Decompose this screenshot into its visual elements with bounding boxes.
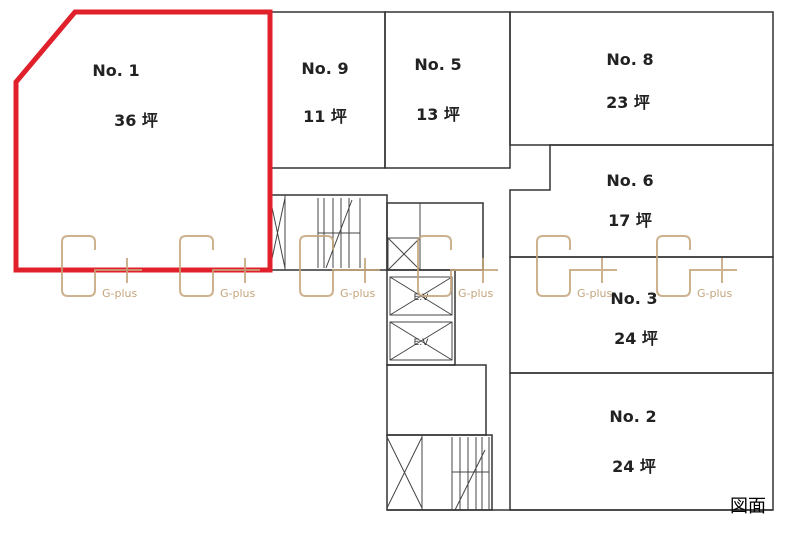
unit-no-8[interactable]	[509, 11, 774, 146]
stair-upper	[269, 194, 388, 271]
unit-no-1[interactable]	[13, 9, 273, 273]
watermark-logo: G-plus	[417, 235, 498, 300]
unit-area: 17 坪	[608, 211, 652, 230]
unit-area: 24 坪	[614, 329, 658, 348]
unit-area: 23 坪	[606, 93, 650, 112]
unit-name: No. 3	[610, 289, 657, 308]
watermark-logo: G-plus	[61, 235, 142, 300]
unit-no-5[interactable]	[384, 11, 511, 169]
unit-name: No. 6	[606, 171, 653, 190]
stair-lower	[386, 364, 493, 511]
unit-area: 13 坪	[416, 105, 460, 124]
unit-name: No. 9	[301, 59, 348, 78]
unit-area: 24 坪	[612, 457, 656, 476]
unit-name: No. 8	[606, 50, 653, 69]
elevator-label: E.V	[414, 293, 430, 303]
watermark-text: G-plus	[220, 287, 256, 300]
unit-name: No. 5	[414, 55, 461, 74]
unit-name: No. 2	[609, 407, 656, 426]
watermark-logo: G-plus	[179, 235, 260, 300]
watermark-text: G-plus	[697, 287, 733, 300]
unit-no-3[interactable]	[509, 256, 774, 374]
watermark-text: G-plus	[102, 287, 138, 300]
unit-no-6[interactable]	[509, 144, 774, 258]
unit-no-9[interactable]	[269, 11, 386, 169]
elevator-core: E.V E.V	[386, 202, 484, 366]
unit-name: No. 1	[92, 61, 139, 80]
unit-area: 36 坪	[114, 111, 158, 130]
watermark-text: G-plus	[458, 287, 494, 300]
watermark-logo: G-plus	[656, 235, 737, 300]
watermarks: G-plus G-plus G-plus G-plus G-plus G-plus	[61, 235, 737, 300]
caption: 図面	[730, 496, 766, 517]
highlight-outline	[13, 9, 273, 273]
elevator-label: E.V	[414, 338, 430, 348]
watermark-text: G-plus	[340, 287, 376, 300]
unit-no-2[interactable]	[509, 372, 774, 511]
watermark-logo: G-plus	[299, 235, 380, 300]
unit-area: 11 坪	[303, 107, 347, 126]
watermark-logo: G-plus	[536, 235, 617, 300]
watermark-text: G-plus	[577, 287, 613, 300]
